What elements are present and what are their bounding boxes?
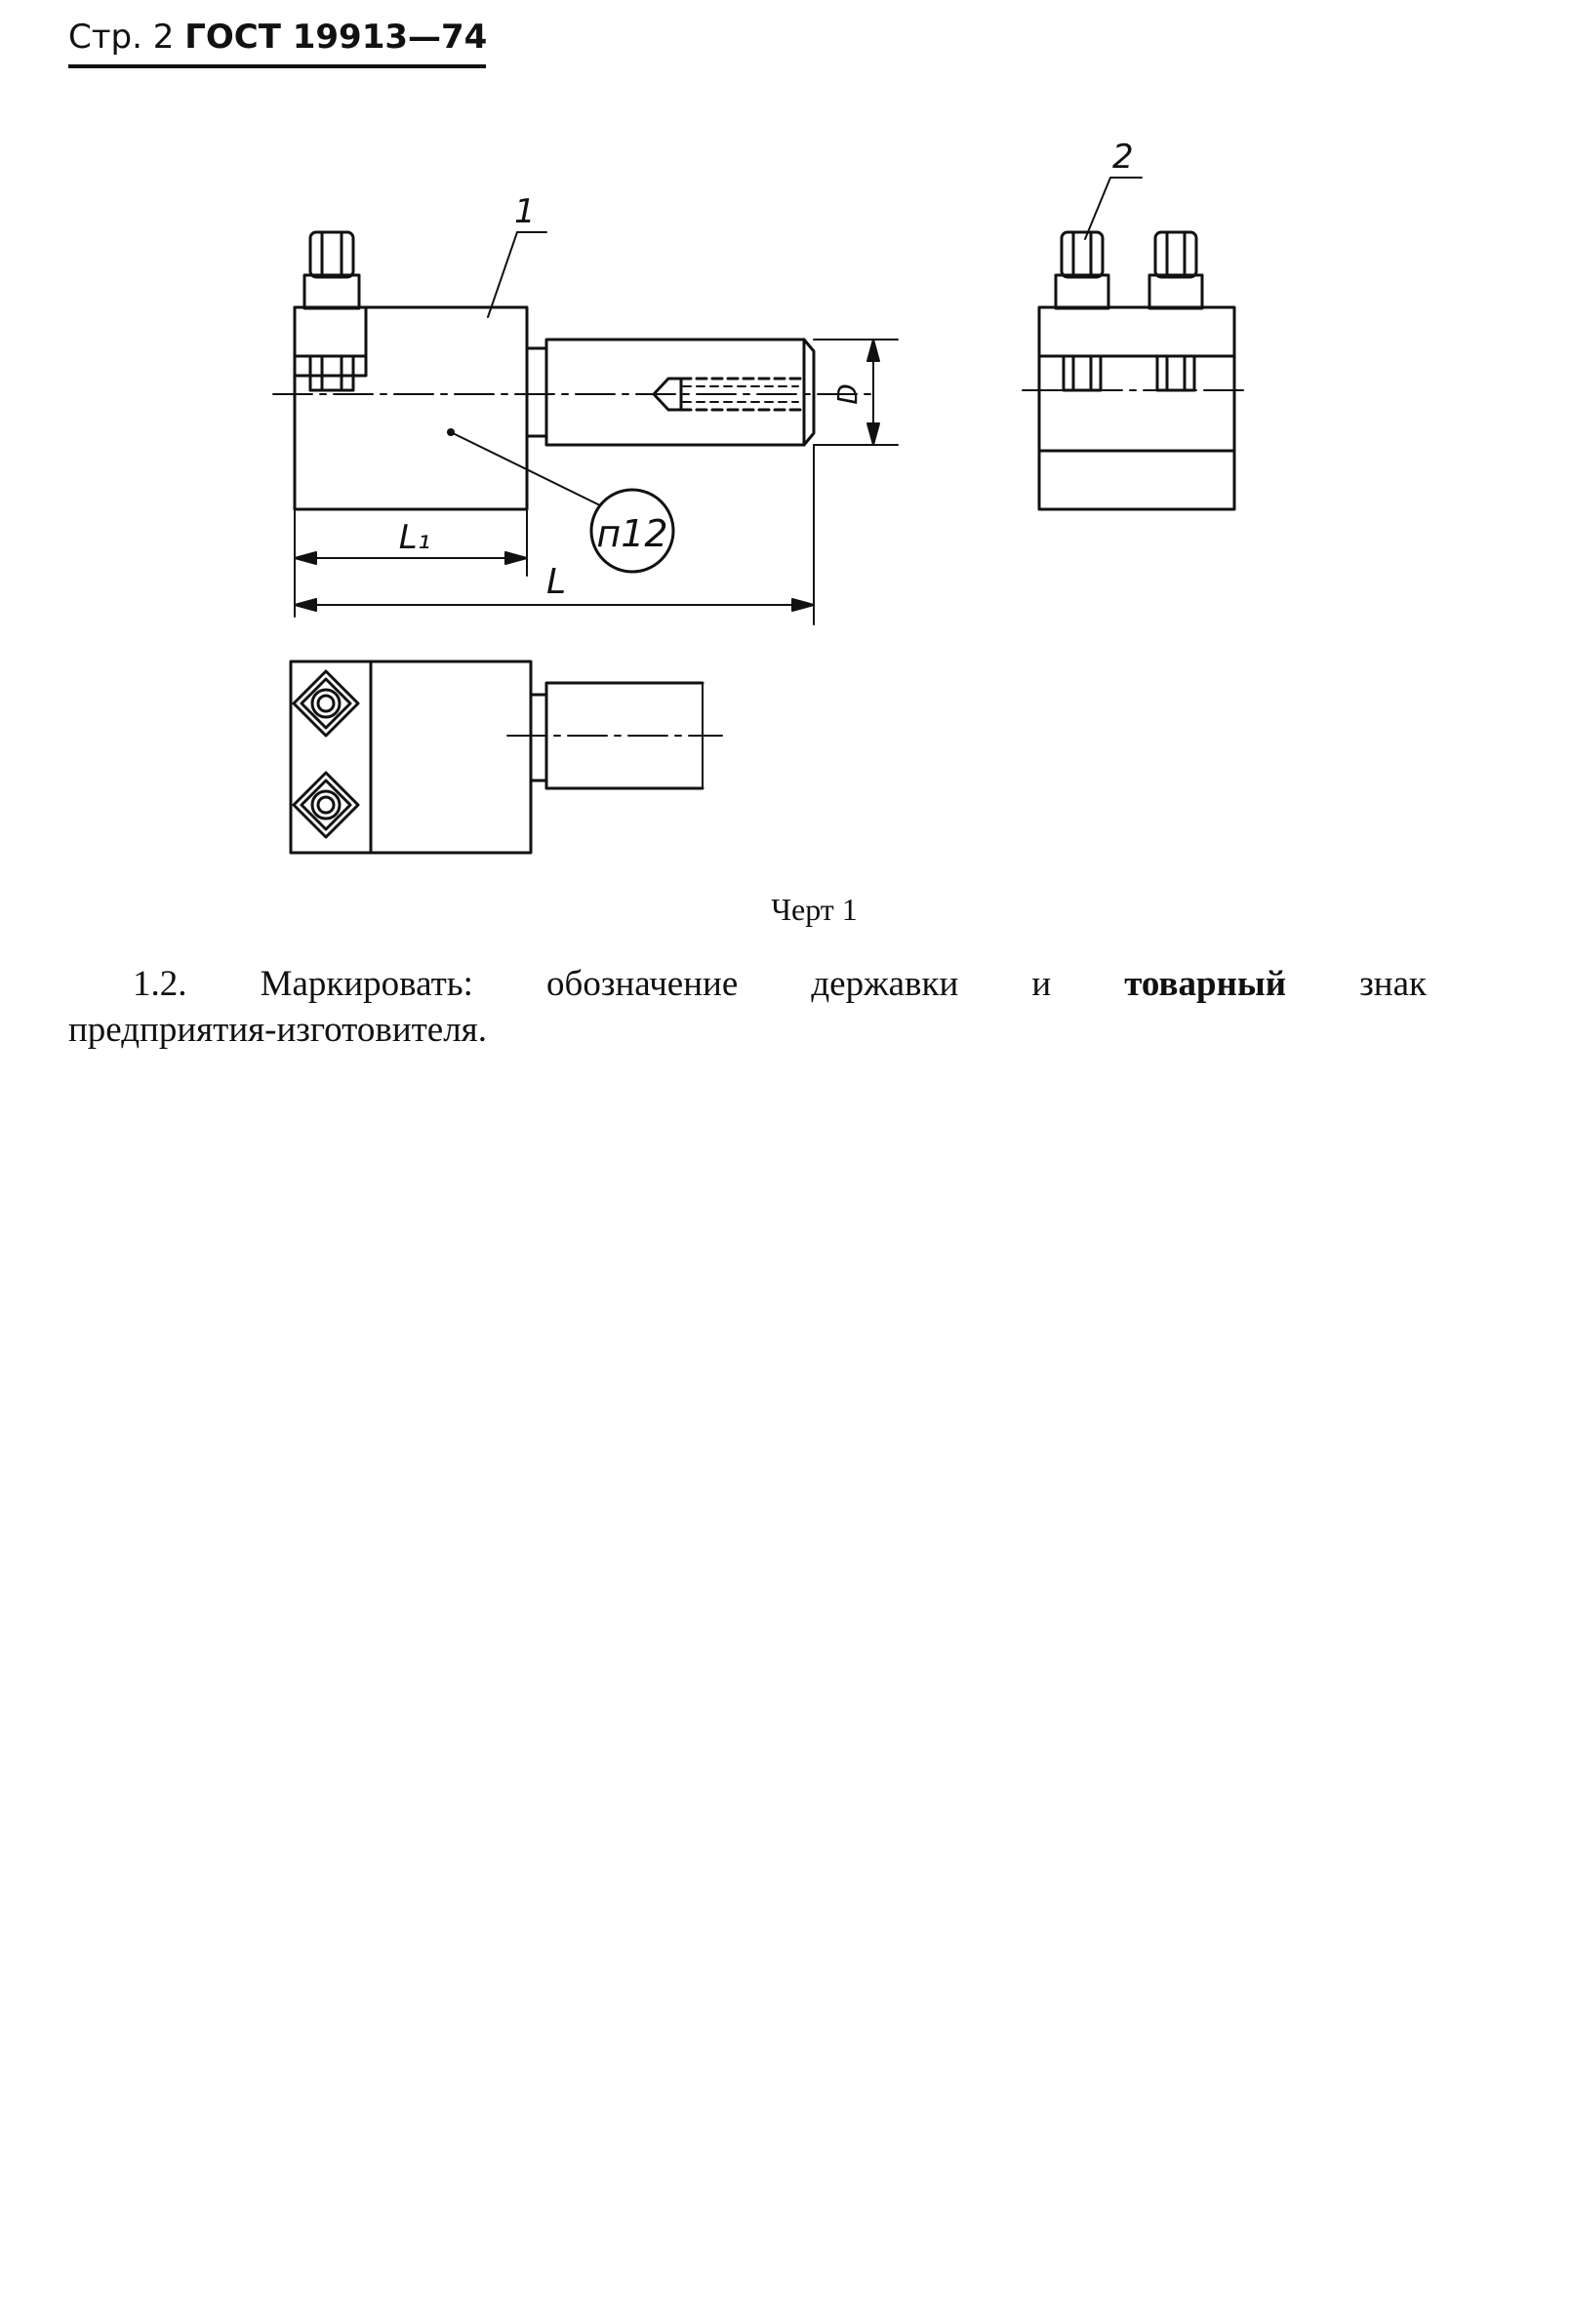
paragraph-line-1-end: знак [1359, 964, 1428, 1004]
side-screw-right [1147, 230, 1204, 392]
dim-d-label: D [831, 383, 864, 405]
paragraph-bold-word: товарный [1124, 964, 1287, 1004]
standard-id: ГОСТ 19913—74 [184, 18, 488, 57]
paragraph-1-2: 1.2. Маркировать: обозначение державки и… [68, 961, 1427, 1053]
roughness-circle [589, 488, 675, 574]
dimension-d [813, 339, 899, 446]
dim-l1-label: L₁ [399, 518, 431, 557]
part-2-label: 2 [1112, 138, 1134, 177]
top-screw-lower [292, 771, 360, 839]
front-view: 1 п12 L₁ L [272, 192, 899, 625]
dim-l-label: L [546, 562, 566, 602]
clamp-screw [302, 230, 361, 392]
page-header: Стр. 2 ГОСТ 19913—74 [68, 18, 487, 57]
dimension-l [294, 444, 815, 625]
dimension-l1 [294, 508, 528, 618]
side-view: 2 [1022, 138, 1252, 511]
shank [525, 338, 816, 447]
header-rule [68, 64, 486, 68]
figure-caption: Черт 1 [771, 892, 858, 927]
clamp-block [293, 305, 368, 358]
roughness-label: п12 [596, 512, 667, 555]
holder-body [293, 305, 529, 511]
part-1-label: 1 [514, 192, 536, 231]
leader-1 [487, 231, 547, 318]
technical-drawing: 1 п12 L₁ L [272, 138, 1252, 855]
top-screw-upper [292, 669, 360, 738]
paragraph-line-1-start: 1.2. Маркировать: обозначение державки и [133, 964, 1052, 1004]
top-view [289, 660, 723, 855]
side-screw-left [1054, 230, 1110, 392]
paragraph-line-2: предприятия-изготовителя. [68, 1010, 487, 1050]
paragraph-line-1: 1.2. Маркировать: обозначение державки и… [68, 961, 1427, 1007]
side-body [1037, 305, 1236, 511]
page-number: Стр. 2 [68, 18, 175, 57]
roughness-leader [450, 431, 601, 506]
leader-2 [1084, 177, 1143, 240]
